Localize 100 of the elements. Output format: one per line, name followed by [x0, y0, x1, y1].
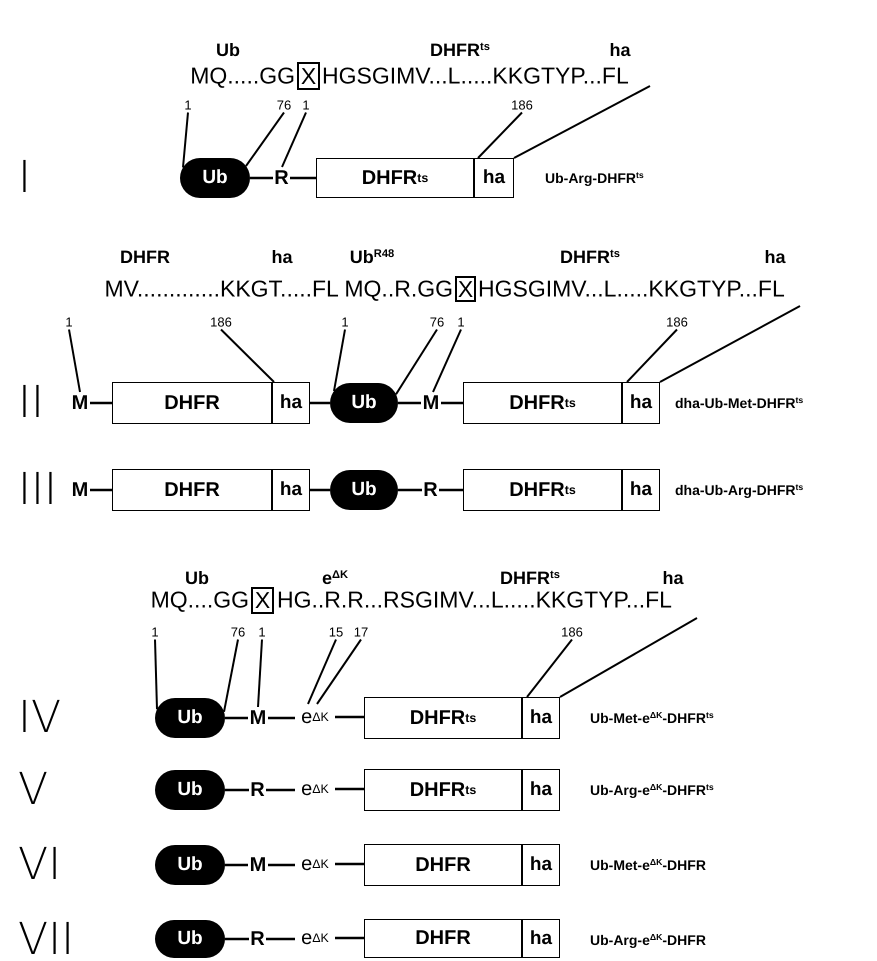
construct-name: Ub-Arg-DHFR$^{ts}$	[545, 171, 644, 185]
construct-number: VII	[18, 918, 74, 961]
position-number: 186	[561, 626, 583, 638]
leader-line	[477, 112, 523, 159]
linker-line	[335, 936, 364, 940]
sequence-text: MQ....GG	[150, 588, 249, 612]
sequence-text: HGSGIMV...L.....KKGTYP...FL	[478, 278, 785, 300]
boxed-residue: X	[455, 276, 476, 302]
residue-label: M	[70, 479, 90, 501]
residue-label: R	[422, 479, 439, 501]
boxed-residue: X	[251, 587, 274, 614]
position-number: 76	[276, 98, 292, 112]
position-number: 186	[511, 98, 533, 112]
position-number: 1	[65, 316, 73, 328]
position-number: 1	[302, 98, 310, 112]
leader-line	[154, 639, 158, 710]
linker-line	[335, 788, 364, 790]
linker-line	[225, 938, 249, 940]
sequence-text: HG..R.R...RSGIMV...L.....KKGTYP...FL	[277, 588, 672, 612]
ha-tag-box: ha	[272, 469, 310, 511]
linker-line	[90, 488, 112, 492]
residue-label: M	[248, 854, 268, 876]
linker-line	[335, 862, 364, 866]
segment-heading: ha	[610, 41, 630, 59]
ha-tag-box: ha	[272, 382, 310, 424]
residue-label: R	[249, 928, 266, 950]
leader-line	[514, 85, 650, 159]
sequence-text: MQ.....GG	[190, 64, 295, 88]
ubiquitin-domain: Ub	[155, 920, 225, 958]
segment-heading: ha	[662, 569, 684, 587]
ubiquitin-domain: Ub	[155, 698, 225, 738]
ha-tag-box: ha	[622, 469, 660, 511]
residue-label: M	[248, 707, 268, 729]
ha-tag-box: ha	[522, 697, 560, 739]
leader-line	[223, 639, 239, 712]
leader-line	[257, 639, 263, 708]
leader-line	[68, 329, 81, 392]
linker-line	[250, 176, 273, 180]
linker-line	[266, 938, 295, 940]
residue-label: R	[249, 779, 266, 801]
boxed-residue: X	[297, 62, 320, 90]
construct-number: VI	[18, 843, 62, 887]
position-number: 1	[184, 98, 192, 112]
segment-heading: Ub$^{R48}$	[350, 248, 394, 266]
leader-line	[245, 112, 285, 167]
position-number: 76	[430, 316, 444, 328]
linker-line	[441, 402, 463, 404]
position-number: 15	[328, 626, 344, 638]
sequence-text: HGSGIMV...L.....KKGTYP...FL	[322, 64, 629, 88]
construct-name: Ub-Met-e$^{ΔK}$-DHFR$^{ts}$	[590, 711, 714, 725]
residue-label: M	[70, 392, 90, 414]
linker-line	[310, 402, 330, 404]
construct-number: V	[18, 768, 48, 812]
linker-line	[266, 788, 295, 792]
construct-number: I	[18, 156, 31, 200]
linker-line	[398, 488, 422, 492]
dhfr-domain-box: DHFR	[112, 469, 272, 511]
dhfr-domain-box: DHFR	[364, 919, 522, 958]
construct-number: II	[18, 381, 44, 425]
leader-line	[316, 638, 362, 705]
position-number: 186	[210, 316, 232, 328]
linker-line	[335, 716, 364, 718]
leader-line	[333, 329, 346, 392]
linker-line	[225, 788, 249, 792]
residue-label: M	[421, 392, 441, 414]
linker-line	[225, 716, 248, 720]
leader-line	[526, 638, 573, 698]
leader-line	[307, 639, 337, 704]
leader-line	[560, 617, 698, 698]
ubiquitin-domain: Ub	[155, 845, 225, 885]
ha-tag-box: ha	[622, 382, 660, 424]
construct-name: Ub-Arg-e$^{ΔK}$-DHFR	[590, 933, 706, 947]
segment-heading: DHFR$^{ts}$	[500, 569, 560, 587]
leader-line	[182, 112, 189, 168]
dhfr-domain-box: DHFR	[364, 844, 522, 886]
construct-name: Ub-Arg-e$^{ΔK}$-DHFR$^{ts}$	[590, 783, 714, 797]
segment-heading: Ub	[216, 41, 240, 59]
construct-name: dha-Ub-Met-DHFR$^{ts}$	[675, 396, 804, 410]
ha-tag-box: ha	[474, 158, 514, 198]
position-number: 76	[230, 626, 246, 638]
leader-line	[626, 328, 678, 383]
construct-number: III	[18, 468, 57, 512]
leader-line	[395, 328, 438, 395]
segment-heading: ha	[764, 248, 786, 266]
linker-line	[290, 176, 316, 180]
segment-heading: DHFR$^{ts}$	[560, 248, 620, 266]
sequence-text: MV.............KKGT.....FL MQ..R.GG	[104, 278, 453, 300]
position-number: 1	[457, 316, 465, 328]
linker-line	[225, 864, 248, 866]
position-number: 1	[258, 626, 266, 638]
linker-line	[439, 488, 463, 492]
leader-line	[220, 328, 275, 383]
segment-heading: DHFR	[120, 248, 170, 266]
linker-line	[268, 864, 295, 866]
position-number: 1	[151, 626, 159, 638]
ubiquitin-domain: Ub	[155, 770, 225, 810]
leader-line	[281, 112, 307, 168]
linker-line	[90, 402, 112, 404]
residue-label: R	[273, 167, 290, 189]
position-number: 1	[341, 316, 349, 328]
